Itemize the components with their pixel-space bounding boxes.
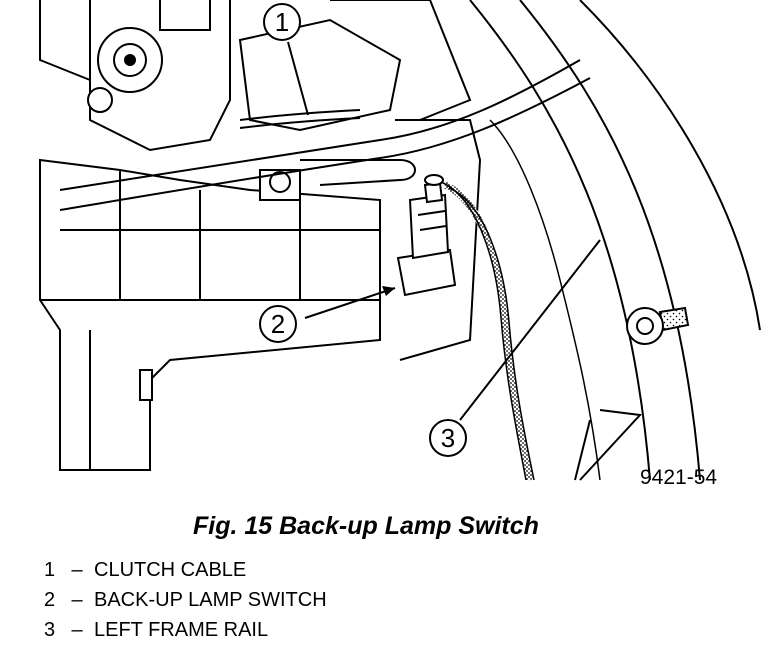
back-up-lamp-switch-drawing [396,174,457,297]
legend-item: 1–CLUTCH CABLE [44,555,327,585]
figure-number: 9421-54 [640,466,717,489]
legend-number: 1 [44,559,56,581]
callout-3-number: 3 [441,423,455,453]
figure-caption: Fig. 15 Back-up Lamp Switch [193,512,539,540]
technical-illustration: 1 2 3 9421-54 [39,0,761,489]
frame-wire [489,119,601,481]
callout-1-number: 1 [275,7,289,37]
legend-number: 2 [44,589,56,611]
switch-wiring [443,181,534,481]
legend-label: BACK-UP LAMP SWITCH [94,589,327,611]
callout-2: 2 [259,286,396,343]
legend-separator: – [71,619,83,641]
legend-number: 3 [44,619,56,641]
legend-separator: – [71,559,83,581]
callout-2-number: 2 [271,309,285,339]
legend-list: 1–CLUTCH CABLE 2–BACK-UP LAMP SWITCH 3–L… [44,555,327,645]
transmission-housing [39,158,381,471]
legend-item: 3–LEFT FRAME RAIL [44,615,327,645]
callout-1: 1 [263,3,309,116]
legend-label: CLUTCH CABLE [94,559,247,581]
frame-bolt [626,306,690,345]
switch-bracket [300,119,482,361]
legend-separator: – [71,589,83,611]
left-frame-rail-drawing [469,0,761,481]
legend-label: LEFT FRAME RAIL [94,619,269,641]
callout-3: 3 [429,239,601,457]
engine-components [39,0,472,201]
legend-item: 2–BACK-UP LAMP SWITCH [44,585,327,615]
